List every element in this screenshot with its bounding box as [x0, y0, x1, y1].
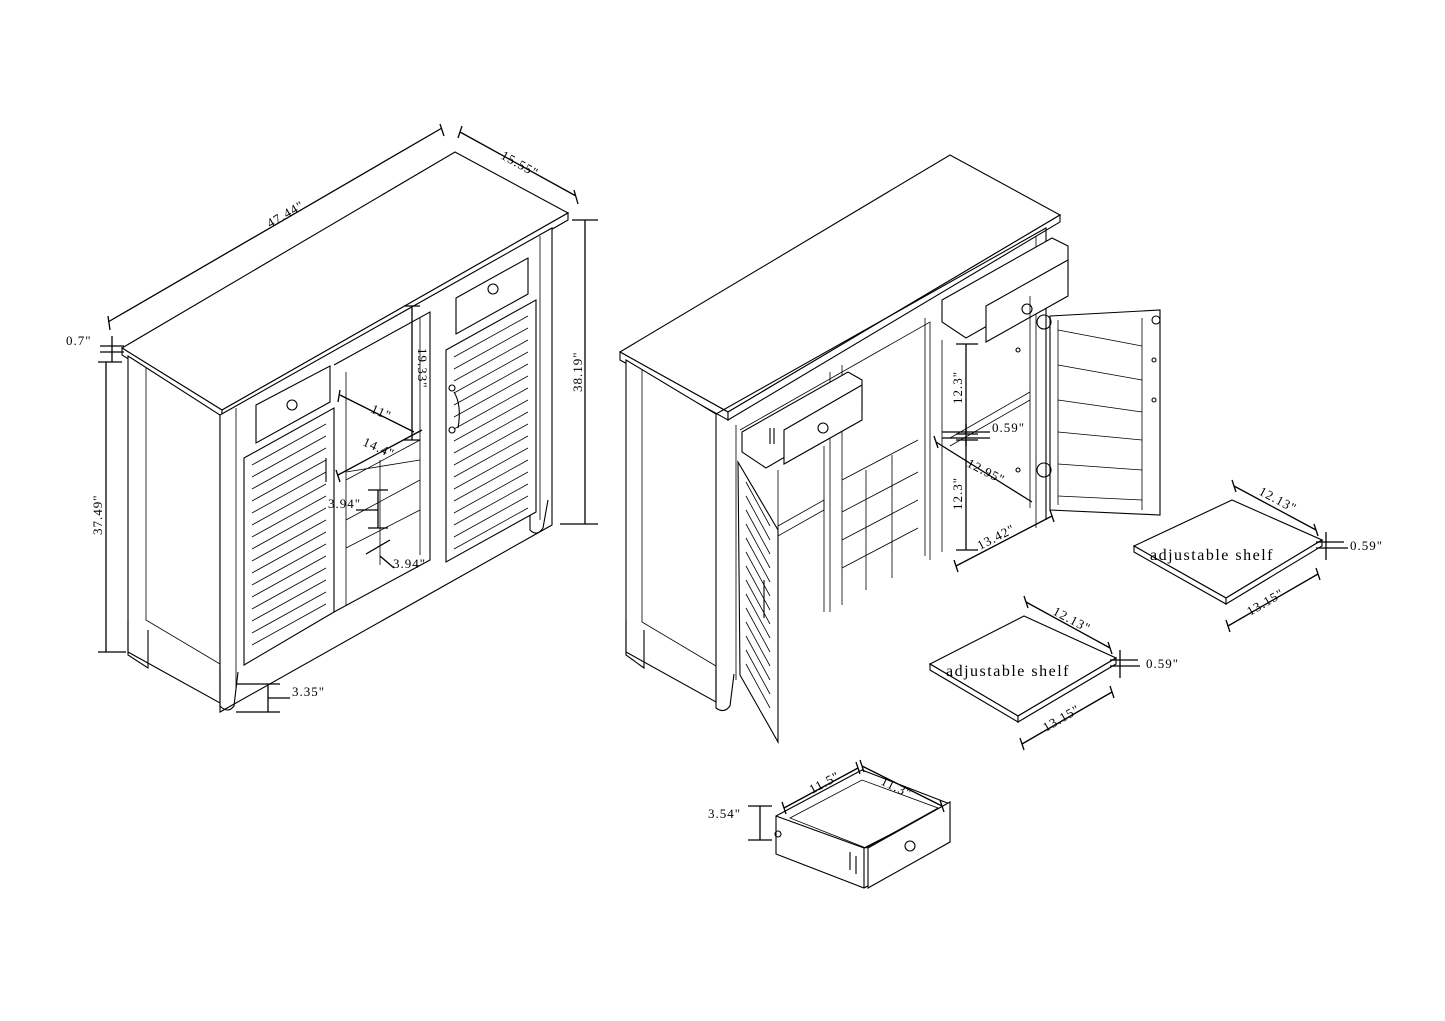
shelf-upper-thickness: 0.59": [1350, 538, 1383, 553]
adjustable-shelf-upper: adjustable shelf 12.13" 13.15" 0.59": [1132, 479, 1383, 633]
top-thickness-dimension: 0.7": [66, 333, 92, 348]
shelf-lower-width: 13.15": [1040, 701, 1083, 734]
cube-height-dimension: 3.94": [328, 496, 361, 511]
lower-compartment-dimension: 12.3": [950, 477, 965, 510]
leg-height-dimension: 3.35": [292, 684, 325, 699]
closed-cabinet-dimension-labels: 47.44" 15.55" 0.7" 37.49" 38.19" 19.33" …: [66, 148, 585, 699]
shelf-lower-label: adjustable shelf: [946, 663, 1070, 680]
adjustable-shelf-lower: adjustable shelf 12.13" 13.15" 0.59": [928, 595, 1179, 751]
compartment-depth-dimension: 12.95": [965, 455, 1008, 487]
shelf-upper-width: 13.15": [1244, 585, 1287, 618]
body-height-dimension: 37.49": [90, 494, 105, 535]
drawer-height-dimension: 3.54": [708, 806, 741, 821]
shelf-gap-dimension: 0.59": [992, 420, 1025, 435]
cube-width-dimension: 3.94": [393, 556, 426, 571]
shelf-lower-thickness: 0.59": [1146, 656, 1179, 671]
compartment-width-dimension: 13.42": [975, 521, 1018, 553]
inner-height-dimension: 19.33": [415, 348, 430, 389]
open-cabinet-dimension-lines: [933, 343, 1055, 573]
width-dimension: 47.44": [264, 197, 307, 230]
open-cabinet-drawing: [618, 154, 1161, 745]
shelf-upper-label: adjustable shelf: [1150, 547, 1274, 564]
closed-cabinet-drawing: [120, 151, 570, 713]
shelf-upper-depth: 12.13": [1257, 483, 1300, 515]
closed-cabinet-dimension-lines: [98, 123, 598, 713]
drawer-drawing: 3.54" 11.5" 11.3": [708, 759, 951, 889]
upper-compartment-dimension: 12.3": [950, 371, 965, 404]
depth-dimension: 15.55": [499, 148, 542, 181]
open-cabinet-dimension-labels: 12.3" 0.59" 12.3" 12.95" 13.42": [950, 371, 1025, 553]
total-height-dimension: 38.19": [570, 351, 585, 392]
